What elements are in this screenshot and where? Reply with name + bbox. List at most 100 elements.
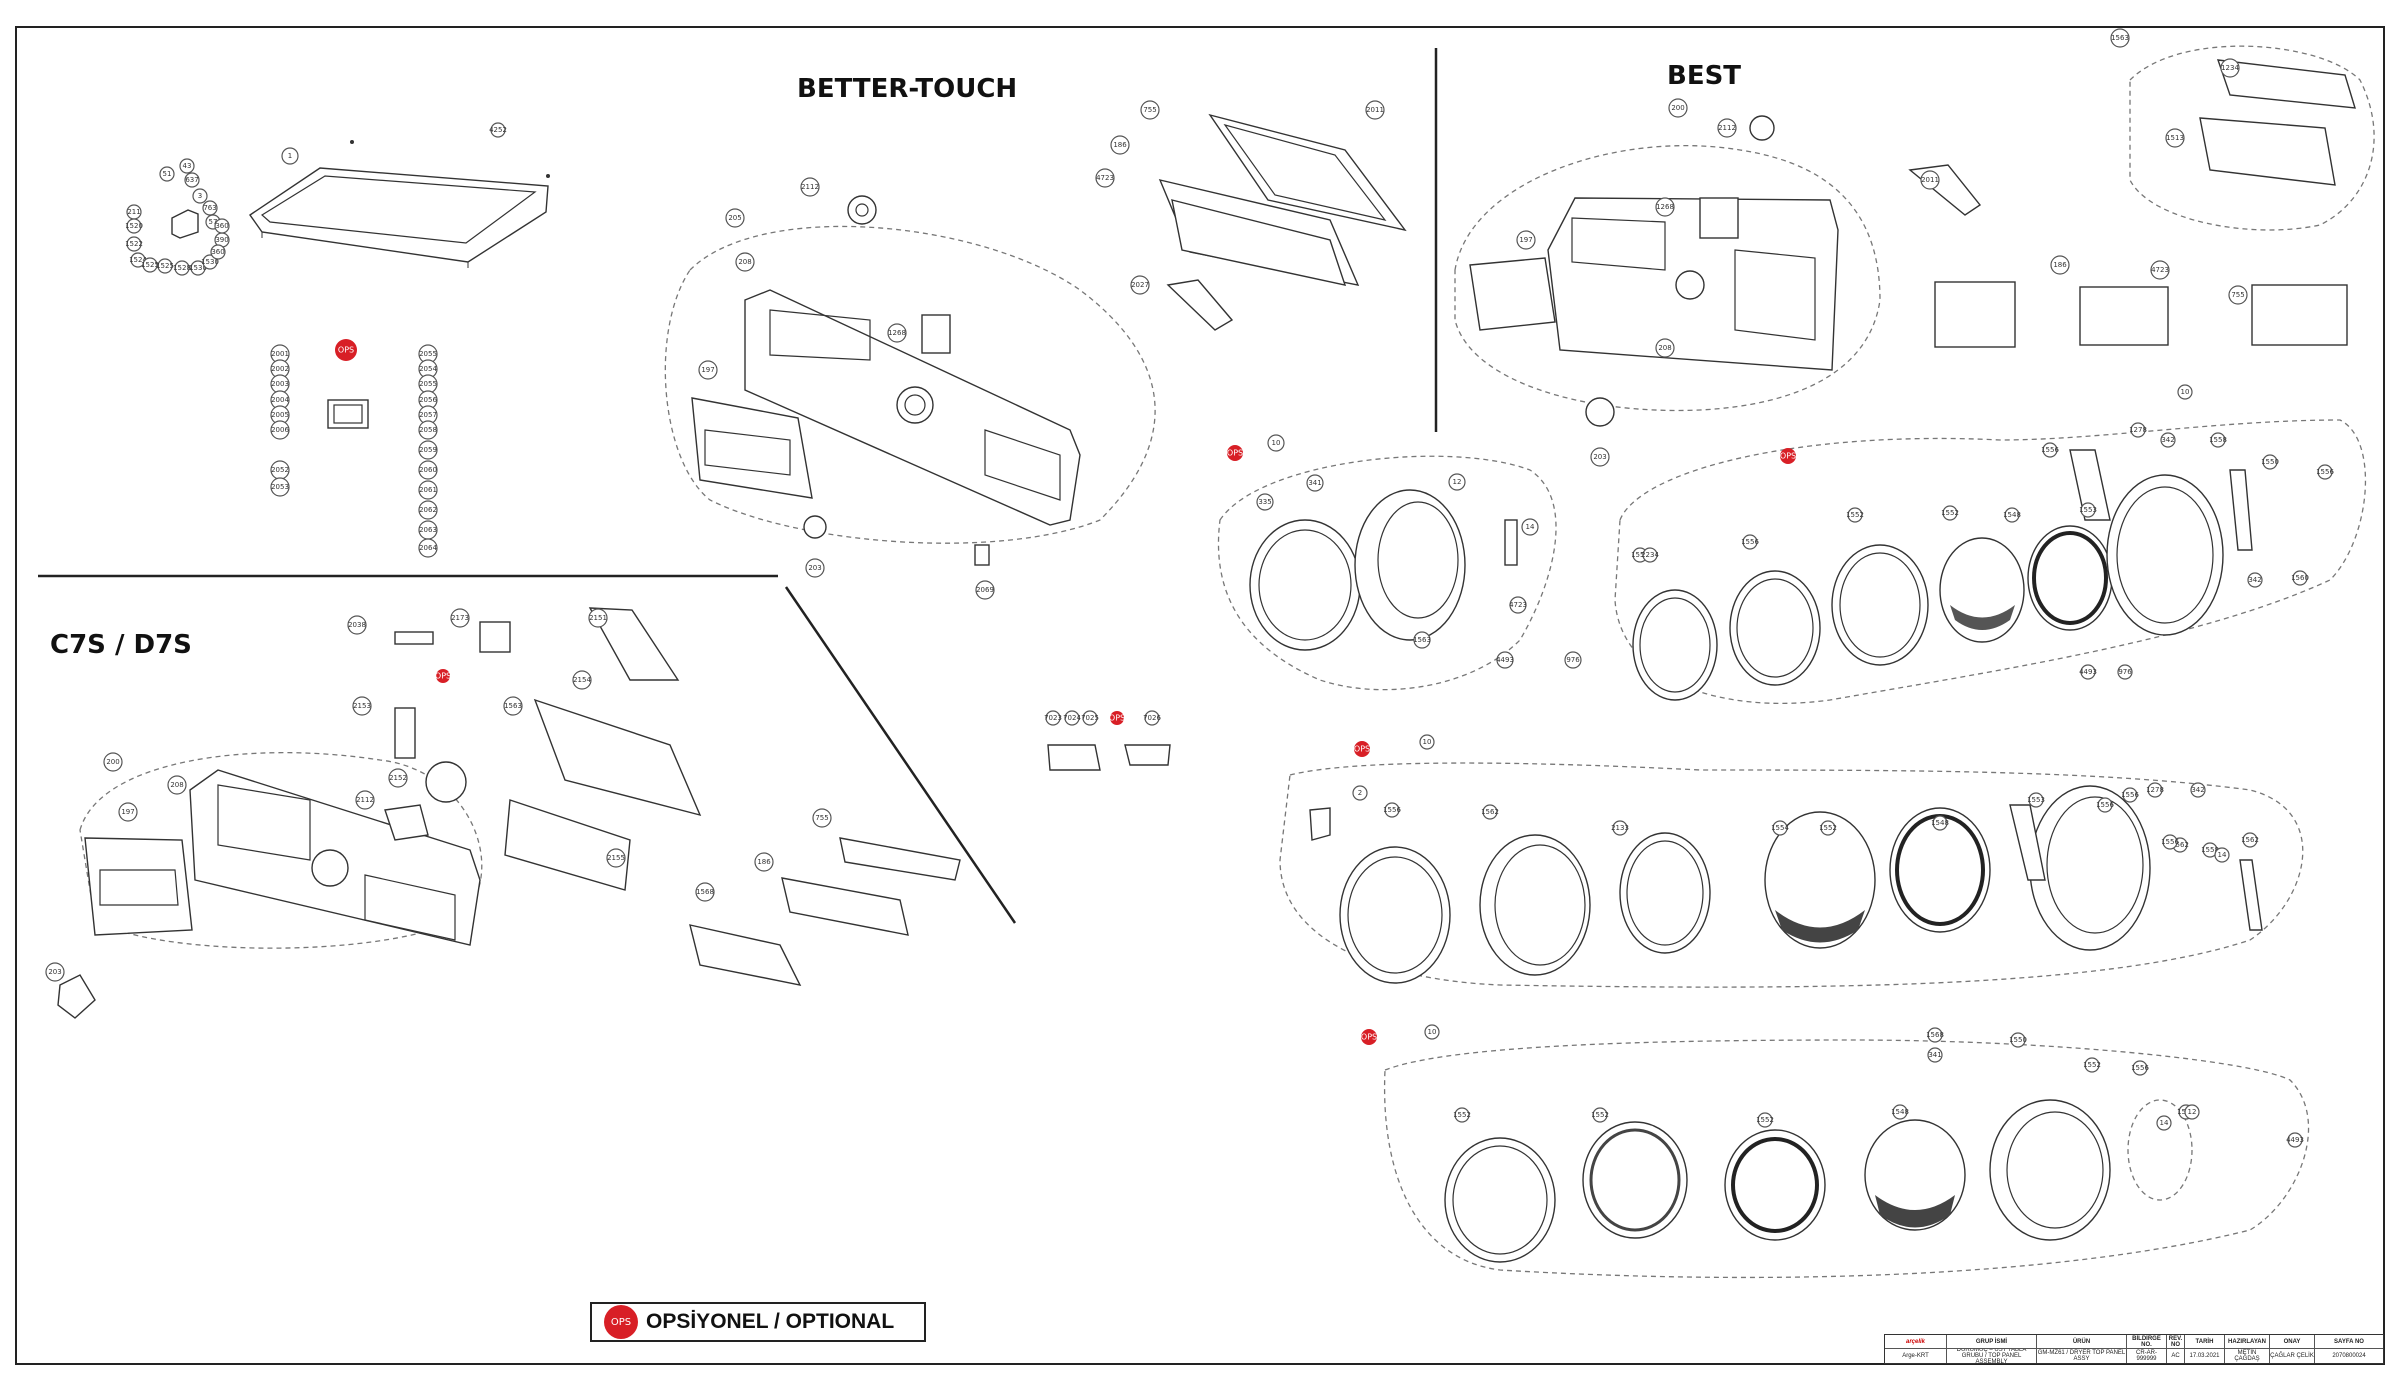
part-callout: 1530 <box>189 260 207 276</box>
part-callout: 14 <box>1521 518 1539 536</box>
part-callout: 1552 <box>1591 1107 1609 1123</box>
part-callout-number: 2112 <box>356 796 374 804</box>
part-callout: 2054 <box>418 359 438 379</box>
part-callout: 1552 <box>1453 1107 1471 1123</box>
part-callout: 342 <box>2190 782 2206 798</box>
part-callout: 763 <box>202 200 218 216</box>
part-callout-number: 1552 <box>1756 1116 1774 1124</box>
rev-number: AC <box>2167 1349 2185 1363</box>
part-callout-number: 12 <box>1453 478 1462 486</box>
part-callout-number: 2112 <box>1718 124 1736 132</box>
part-callout-number: 1556 <box>2041 446 2059 454</box>
part-callout-number: 1552 <box>1941 509 1959 517</box>
part-callout-number: 1550 <box>2261 458 2279 466</box>
best-electronics <box>1908 59 2356 348</box>
part-callout-number: 1562 <box>1481 808 1499 816</box>
better-touch-outline <box>664 225 1156 544</box>
part-callout-number: 203 <box>1593 453 1606 461</box>
part-callout-number: 2060 <box>419 466 437 474</box>
part-callout: 2112 <box>355 790 375 810</box>
part-callout: 1552 <box>1756 1112 1774 1128</box>
part-callout: 2 <box>1352 785 1368 801</box>
part-callout: 1550 <box>2009 1032 2027 1048</box>
part-callout: 2060 <box>418 460 438 480</box>
part-callout-number: 2053 <box>271 483 289 491</box>
part-callout: 197 <box>1516 230 1536 250</box>
part-callout-number: 4493 <box>1496 656 1514 664</box>
part-callout-number: 1552 <box>1819 824 1837 832</box>
part-callout: 4723 <box>2150 260 2170 280</box>
dept: Arge-KRT <box>1885 1349 1947 1363</box>
part-callout-number: 755 <box>1143 106 1156 114</box>
part-callout: 976 <box>1564 651 1582 669</box>
part-callout-number: 14 <box>2218 851 2227 859</box>
part-callout: 755 <box>2228 285 2248 305</box>
part-callout: 203 <box>805 558 825 578</box>
ops-badge-door1: OPS <box>1227 445 1243 461</box>
part-callout: 2052 <box>270 460 290 480</box>
part-callout: 7026 <box>1143 710 1161 726</box>
part-callout-number: 10 <box>1423 738 1432 746</box>
part-callout-number: 2153 <box>353 702 371 710</box>
part-callout: 1556 <box>1383 802 1401 818</box>
part-callout: 2062 <box>418 500 438 520</box>
optional-legend: OPS OPSİYONEL / OPTIONAL <box>590 1302 926 1342</box>
part-callout: 1525 <box>156 258 174 274</box>
part-callout: 1562 <box>1481 804 1499 820</box>
part-callout: 2154 <box>572 670 592 690</box>
part-callout: 1268 <box>1655 197 1675 217</box>
part-callout: 2011 <box>1920 170 1940 190</box>
part-callout: 186 <box>1110 135 1130 155</box>
part-callout-number: 976 <box>2118 668 2132 676</box>
part-callout: 4723 <box>1509 596 1527 614</box>
part-callout-number: 2027 <box>1131 281 1149 289</box>
part-callout: 1556 <box>2096 797 2114 813</box>
header-page: SAYFA NO <box>2315 1335 2383 1349</box>
part-callout-number: 2154 <box>573 676 591 684</box>
part-callout: 342 <box>2160 432 2176 448</box>
part-callout: 2151 <box>588 608 608 628</box>
best-option-outline <box>2129 45 2375 231</box>
ops-badge-door4: OPS <box>1361 1029 1377 1045</box>
section-title-best: BEST <box>1667 61 1741 91</box>
part-callout-number: 2064 <box>419 544 437 552</box>
svg-text:OPS: OPS <box>1354 745 1370 754</box>
part-callout: 1278 <box>2146 782 2164 798</box>
ops-badge-middle: OPS <box>1109 711 1125 725</box>
part-callout: 2053 <box>270 477 290 497</box>
part-callout: 3 <box>192 188 208 204</box>
part-callout-number: 1568 <box>696 888 714 896</box>
part-callout: 1552 <box>2083 1057 2101 1073</box>
part-callout: 4493 <box>2079 664 2097 680</box>
part-callout-number: 3 <box>198 192 202 200</box>
part-callout-number: 1278 <box>2146 786 2164 794</box>
part-callout-number: 2151 <box>589 614 607 622</box>
door-group-4: OPS <box>1361 1029 2193 1263</box>
part-callout-number: 755 <box>2231 291 2244 299</box>
part-callout-number: 208 <box>1658 344 1671 352</box>
ops-legend-text: OPSİYONEL / OPTIONAL <box>646 1310 895 1333</box>
part-callout-number: 203 <box>48 968 61 976</box>
part-callout: 1525 <box>141 257 159 273</box>
part-callout-number: 1558 <box>2201 846 2219 854</box>
part-callout-number: 2055 <box>419 350 437 358</box>
part-callout-number: 2059 <box>419 446 437 454</box>
part-callout-number: 2234 <box>1641 551 1659 559</box>
part-callout: 200 <box>1668 98 1688 118</box>
part-callout: 203 <box>45 962 65 982</box>
part-callout-number: 1554 <box>1771 824 1789 832</box>
part-callout-number: 2001 <box>271 350 289 358</box>
part-callout-number: 1556 <box>1383 806 1401 814</box>
part-callout-number: 200 <box>1671 104 1684 112</box>
part-callout-number: 1554 <box>1631 551 1649 559</box>
part-callout-number: 2004 <box>271 396 289 404</box>
part-callout-number: 7025 <box>1081 714 1099 722</box>
prepared-by: METİN ÇAĞDAŞ <box>2225 1349 2270 1363</box>
c7s-panel <box>57 769 481 1019</box>
best-panel <box>1469 115 1839 427</box>
part-callout-number: 976 <box>1566 656 1580 664</box>
part-callout-number: 1563 <box>1413 636 1431 644</box>
header-group: GRUP İSMİ <box>1947 1335 2037 1349</box>
part-callout-number: 2062 <box>419 506 437 514</box>
part-callout-number: 1530 <box>201 258 219 266</box>
